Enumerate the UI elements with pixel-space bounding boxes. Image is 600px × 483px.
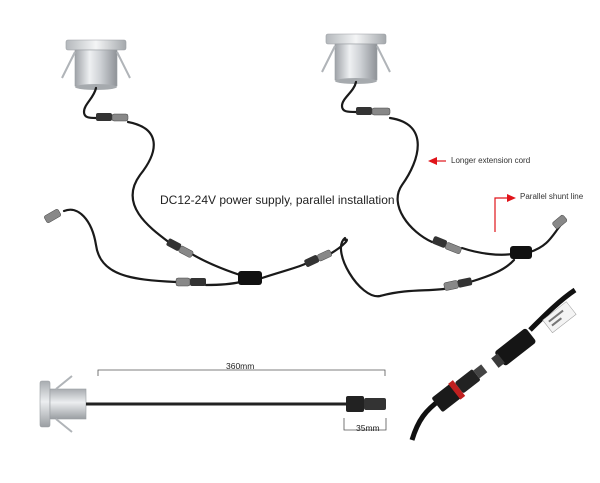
shunt-arrow	[494, 194, 516, 232]
connector-icon	[175, 277, 206, 287]
connector-icon	[44, 209, 61, 223]
connectors	[44, 107, 568, 291]
extension-arrow	[428, 157, 446, 165]
connector-icon	[443, 277, 473, 291]
connector-icon	[432, 236, 462, 254]
cable-length-label: 360mm	[226, 361, 255, 371]
connector-icon	[552, 214, 568, 229]
end-connector-icon	[346, 396, 386, 412]
connector-icon	[356, 107, 391, 116]
connector-icon	[166, 238, 194, 258]
waterproof-plug-icon	[409, 287, 577, 441]
connector-length-label: 35mm	[356, 423, 380, 433]
extension-cord-label: Longer extension cord	[451, 156, 531, 165]
diagram-title: DC12-24V power supply, parallel installa…	[160, 193, 395, 207]
dimension-lines	[97, 369, 387, 431]
downlight-side-icon	[39, 375, 87, 433]
splitter-icon	[238, 271, 262, 285]
connector-icon	[304, 249, 332, 267]
cables	[62, 80, 562, 298]
downlight-icon	[61, 39, 131, 90]
splitter-icon	[510, 246, 532, 259]
downlight-icon	[321, 33, 391, 84]
connector-icon	[96, 113, 129, 122]
shunt-line-label: Parallel shunt line	[520, 192, 584, 201]
